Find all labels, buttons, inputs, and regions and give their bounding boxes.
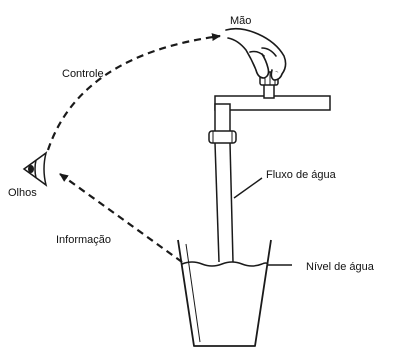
hand-icon bbox=[225, 27, 287, 81]
control-arrow bbox=[46, 33, 221, 151]
eyes-label: Olhos bbox=[8, 187, 37, 199]
eye-icon bbox=[22, 151, 48, 187]
faucet-icon bbox=[208, 71, 331, 144]
water-stream bbox=[214, 142, 234, 263]
hand-label: Mão bbox=[230, 15, 251, 27]
water-level-label: Nível de água bbox=[306, 261, 375, 273]
information-label: Informação bbox=[56, 234, 111, 246]
water-flow-label: Fluxo de água bbox=[266, 169, 337, 181]
water-flow-pointer bbox=[233, 177, 263, 199]
glass-icon bbox=[177, 239, 272, 347]
information-arrow bbox=[59, 173, 183, 263]
control-label: Controle bbox=[62, 68, 104, 80]
water-surface bbox=[181, 261, 269, 267]
